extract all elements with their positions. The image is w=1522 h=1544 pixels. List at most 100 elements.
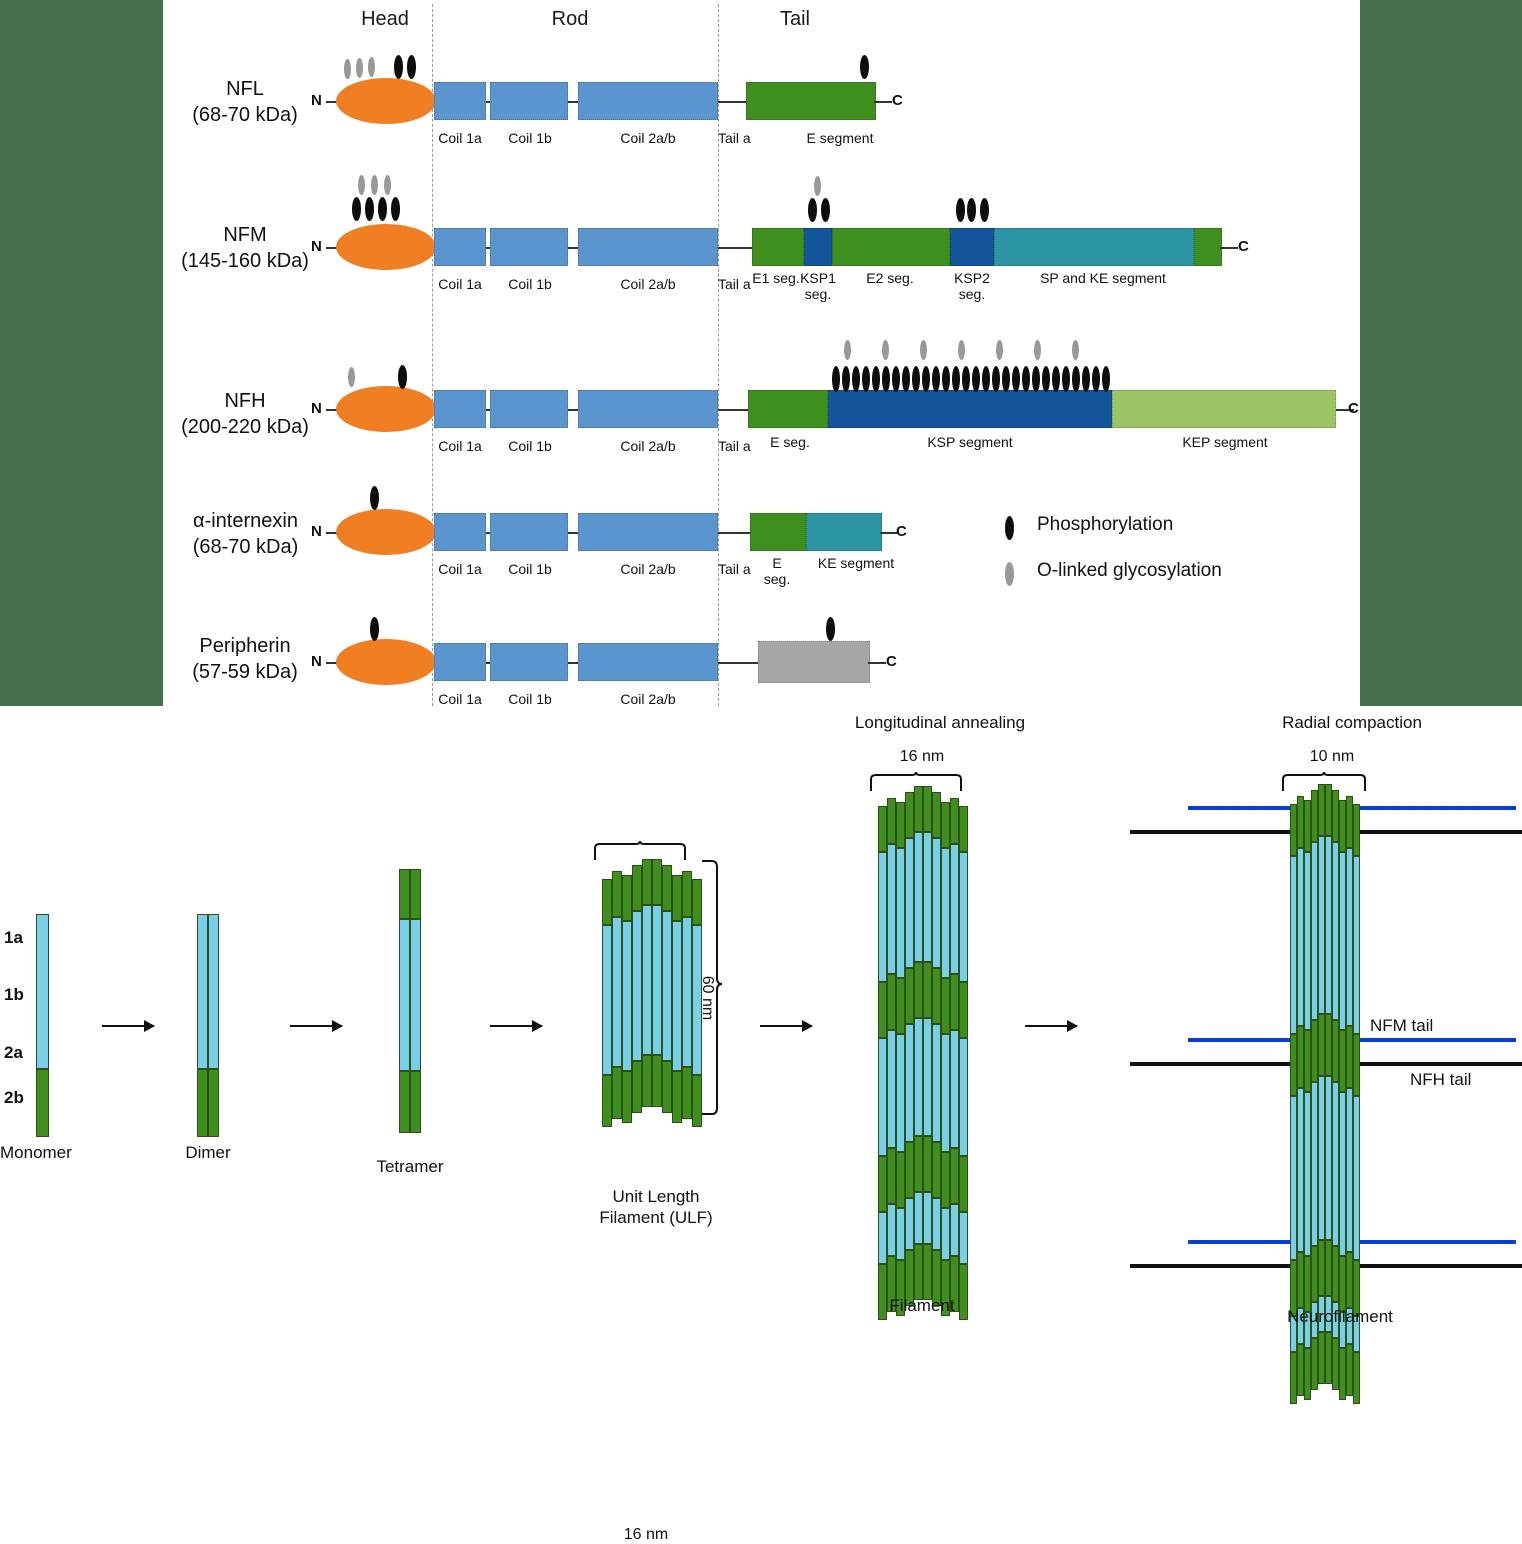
ke-segment-label-internexin: KE segment bbox=[817, 555, 895, 571]
e-segment-nfh bbox=[748, 390, 828, 428]
neurofilament-tail-segment bbox=[1353, 1260, 1360, 1316]
ulf-height-label: 60 nm bbox=[699, 975, 716, 1021]
neurofilament-tail-segment bbox=[1346, 1344, 1353, 1396]
neurofilament-tail-segment bbox=[1311, 1246, 1318, 1302]
glyco-oval-icon bbox=[356, 58, 363, 78]
ulf-tail-bottom bbox=[622, 1071, 632, 1123]
e-seg-text: E seg. bbox=[763, 555, 791, 587]
ulf-tail-bottom bbox=[652, 1055, 662, 1107]
neurofilament-tail-segment bbox=[1297, 1026, 1304, 1088]
coil-label-1a: 1a bbox=[4, 928, 23, 947]
tail-a-label-nfh: Tail a bbox=[718, 438, 751, 454]
filament-tail-segment bbox=[959, 1156, 968, 1212]
coil-1b-nfl bbox=[490, 82, 568, 120]
tetramer-tail-top-1 bbox=[399, 869, 410, 919]
ulf-tail-top bbox=[682, 871, 692, 917]
ksp1-segment-label-nfm: KSP1 seg. bbox=[800, 270, 836, 302]
phospho-oval-icon bbox=[378, 197, 387, 221]
ulf-rod bbox=[672, 921, 682, 1071]
phospho-oval-icon bbox=[952, 366, 960, 392]
tail-domain-peripherin bbox=[758, 641, 870, 683]
filament-rod-segment bbox=[932, 838, 941, 968]
stage-filament bbox=[876, 786, 976, 1320]
c-link-peripherin bbox=[868, 662, 886, 664]
ulf-label-line1: Unit Length bbox=[612, 1187, 700, 1206]
ulf-rod bbox=[602, 925, 612, 1075]
ksp1-segment-nfm bbox=[804, 228, 832, 266]
arrow-monomer-dimer bbox=[102, 1020, 155, 1032]
filament-rod-segment bbox=[905, 1198, 914, 1250]
filament-tail-segment bbox=[905, 968, 914, 1024]
assembly-diagram: 1a 1b 2a 2b Monomer Dimer Tetramer 16 nm… bbox=[0, 706, 1522, 1543]
filament-tail-segment bbox=[950, 1148, 959, 1204]
neurofilament-rod-segment bbox=[1318, 836, 1325, 1014]
filament-tail-segment bbox=[905, 1250, 914, 1306]
tetramer-tail-bot-2 bbox=[410, 1071, 421, 1133]
ulf-tail-top bbox=[632, 865, 642, 911]
neurofilament-rod-segment bbox=[1290, 1096, 1297, 1260]
coil-1b-internexin bbox=[490, 513, 568, 551]
filament-tail-segment bbox=[950, 974, 959, 1030]
filament-rod-segment bbox=[950, 1030, 959, 1148]
neurofilament-tail-segment bbox=[1311, 1338, 1318, 1390]
arrow-tetramer-ulf bbox=[490, 1020, 543, 1032]
tail-backbone-peripherin bbox=[718, 662, 784, 664]
filament-tail-segment bbox=[932, 1142, 941, 1198]
filament-rod-segment bbox=[878, 1038, 887, 1156]
coil-1b-label-internexin: Coil 1b bbox=[508, 561, 552, 577]
filament-rod-segment bbox=[923, 1192, 932, 1244]
filament-tail-segment bbox=[878, 1264, 887, 1320]
neurofilament-tail-segment bbox=[1304, 1030, 1311, 1092]
neurofilament-width-label: 10 nm bbox=[1309, 748, 1355, 765]
phospho-oval-icon bbox=[407, 55, 416, 79]
stage-label-ulf: Unit Length Filament (ULF) bbox=[586, 1186, 726, 1228]
coil-2ab-internexin bbox=[578, 513, 718, 551]
neurofilament-tail-segment bbox=[1346, 796, 1353, 848]
phospho-oval-icon bbox=[972, 366, 980, 392]
filament-rod-segment bbox=[887, 844, 896, 974]
neurofilament-width-bracket bbox=[1282, 771, 1366, 791]
tail-a-label-nfm: Tail a bbox=[718, 276, 751, 292]
process-label-radial: Radial compaction bbox=[1282, 713, 1422, 732]
filament-rod-segment bbox=[887, 1030, 896, 1148]
phospho-oval-icon bbox=[982, 366, 990, 392]
filament-tail-segment bbox=[932, 792, 941, 838]
neurofilament-tail-segment bbox=[1339, 1348, 1346, 1400]
ulf-rod bbox=[692, 925, 702, 1075]
protein-label-internexin: α-internexin (68-70 kDa) bbox=[158, 508, 333, 560]
e-segment-label-internexin: E seg. bbox=[760, 555, 794, 587]
legend-label-glycosylation: O-linked glycosylation bbox=[1037, 560, 1222, 581]
glyco-oval-icon bbox=[348, 367, 355, 387]
head-domain-peripherin bbox=[336, 639, 436, 685]
protein-label-peripherin: Peripherin (57-59 kDa) bbox=[165, 633, 325, 685]
filament-rod-segment bbox=[950, 1204, 959, 1256]
neurofilament-tail-segment bbox=[1325, 1014, 1332, 1076]
neurofilament-rod-segment bbox=[1318, 1076, 1325, 1240]
n-link-internexin bbox=[326, 532, 344, 534]
neurofilament-rod-segment bbox=[1346, 1088, 1353, 1252]
protein-label-nfl: NFL (68-70 kDa) bbox=[165, 76, 325, 128]
kep-segment-label-nfh: KEP segment bbox=[1182, 434, 1268, 450]
neurofilament-rod-segment bbox=[1297, 1088, 1304, 1252]
filament-tail-segment bbox=[914, 1136, 923, 1192]
phospho-oval-icon bbox=[962, 366, 970, 392]
phospho-oval-icon bbox=[832, 366, 840, 392]
ptm-group-head-peripherin bbox=[370, 617, 390, 643]
ulf-label-line2: Filament (ULF) bbox=[599, 1208, 713, 1227]
head-domain-internexin bbox=[336, 509, 436, 555]
coil-1a-label-peripherin: Coil 1a bbox=[438, 691, 482, 707]
neurofilament-rod-segment bbox=[1304, 852, 1311, 1030]
tetramer-rod-2 bbox=[410, 919, 421, 1071]
n-terminus-nfm: N bbox=[311, 238, 322, 255]
filament-rod-segment bbox=[941, 1034, 950, 1152]
ulf-tail-bottom bbox=[602, 1075, 612, 1127]
tetramer-tail-top-2 bbox=[410, 869, 421, 919]
coil-2ab-label-nfl: Coil 2a/b bbox=[620, 130, 676, 146]
filament-tail-segment bbox=[896, 1260, 905, 1316]
divider-rod-tail bbox=[718, 4, 719, 706]
neurofilament-rod-segment bbox=[1339, 852, 1346, 1030]
c-terminus-nfm: C bbox=[1238, 238, 1249, 255]
neurofilament-tail-segment bbox=[1339, 1256, 1346, 1312]
nfm-tail-label: NFM tail bbox=[1370, 1016, 1434, 1035]
coil-label-2b: 2b bbox=[4, 1088, 24, 1107]
